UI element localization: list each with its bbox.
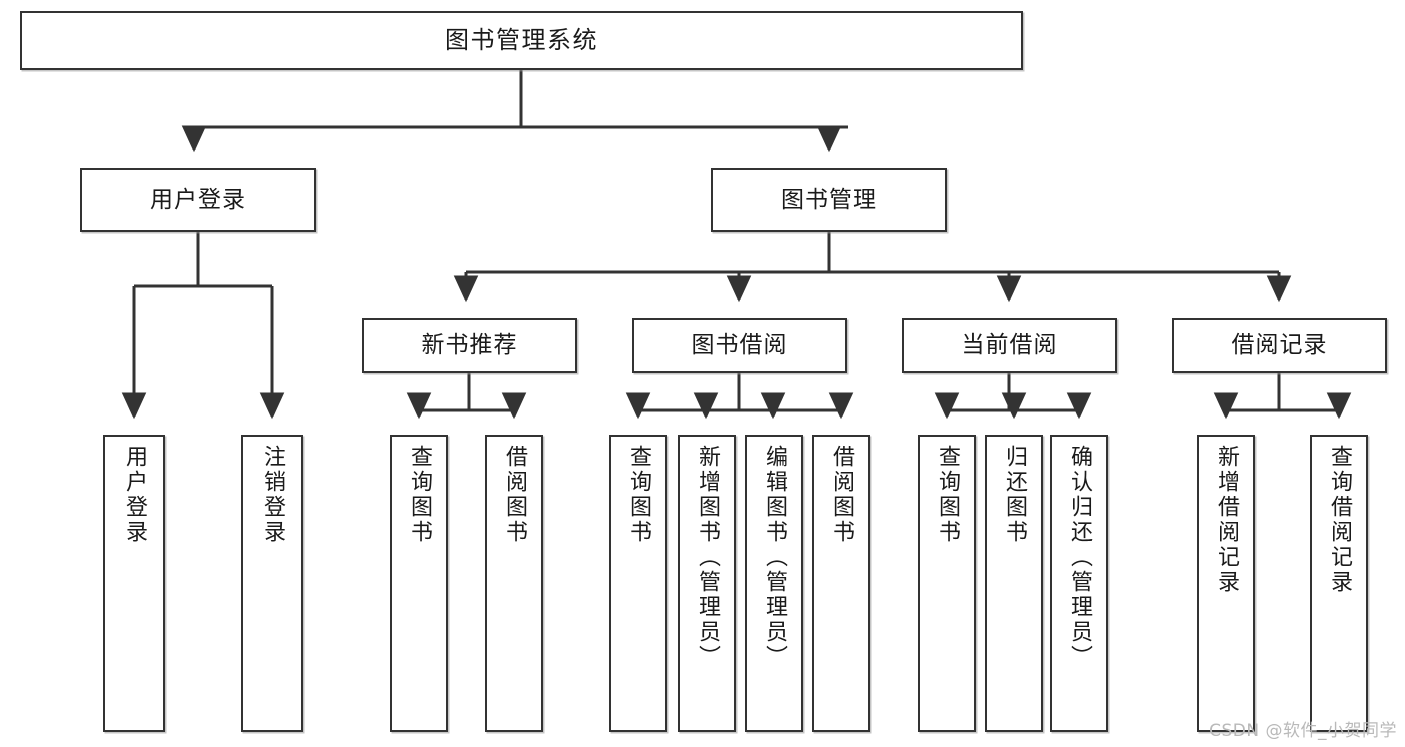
node-label: 图书借阅 [691,332,788,359]
leaf-query-book-borrow[interactable]: 查询图书 [609,435,667,732]
node-label: 新增借阅记录 [1214,445,1239,595]
leaf-query-book-current[interactable]: 查询图书 [918,435,976,732]
leaf-user-login[interactable]: 用户登录 [103,435,165,732]
csdn-watermark: CSDN @软件_小贺同学 [1209,721,1397,741]
node-label: 注销登录 [260,445,285,545]
node-label: 编辑图书（管理员） [762,445,787,670]
leaf-add-borrow-record[interactable]: 新增借阅记录 [1197,435,1255,732]
node-label: 借阅图书 [829,445,854,545]
leaf-user-logout[interactable]: 注销登录 [241,435,303,732]
node-label: 新增图书（管理员） [695,445,720,670]
leaf-add-book-admin[interactable]: 新增图书（管理员） [678,435,736,732]
leaf-query-borrow-record[interactable]: 查询借阅记录 [1310,435,1368,732]
node-label: 用户登录 [150,186,246,213]
node-label: 借阅图书 [502,445,527,545]
leaf-edit-book-admin[interactable]: 编辑图书（管理员） [745,435,803,732]
leaf-return-book[interactable]: 归还图书 [985,435,1043,732]
node-label: 图书管理系统 [445,25,598,54]
node-label: 确认归还（管理员） [1067,445,1092,670]
leaf-borrow-book-recommend[interactable]: 借阅图书 [485,435,543,732]
node-book-borrow[interactable]: 图书借阅 [632,318,847,373]
node-new-book-recommend[interactable]: 新书推荐 [362,318,577,373]
leaf-confirm-return-admin[interactable]: 确认归还（管理员） [1050,435,1108,732]
node-user-login[interactable]: 用户登录 [80,168,316,232]
node-current-borrow[interactable]: 当前借阅 [902,318,1117,373]
node-root-system[interactable]: 图书管理系统 [20,11,1023,70]
node-label: 当前借阅 [961,332,1058,359]
node-label: 查询借阅记录 [1327,445,1352,595]
node-label: 用户登录 [122,445,147,545]
leaf-borrow-book[interactable]: 借阅图书 [812,435,870,732]
node-label: 归还图书 [1002,445,1027,545]
node-label: 查询图书 [935,445,960,545]
node-label: 图书管理 [781,186,877,213]
node-label: 查询图书 [626,445,651,545]
node-book-management[interactable]: 图书管理 [711,168,947,232]
node-borrow-record[interactable]: 借阅记录 [1172,318,1387,373]
node-label: 新书推荐 [421,332,518,359]
node-label: 查询图书 [407,445,432,545]
leaf-query-book-recommend[interactable]: 查询图书 [390,435,448,732]
node-label: 借阅记录 [1231,332,1328,359]
